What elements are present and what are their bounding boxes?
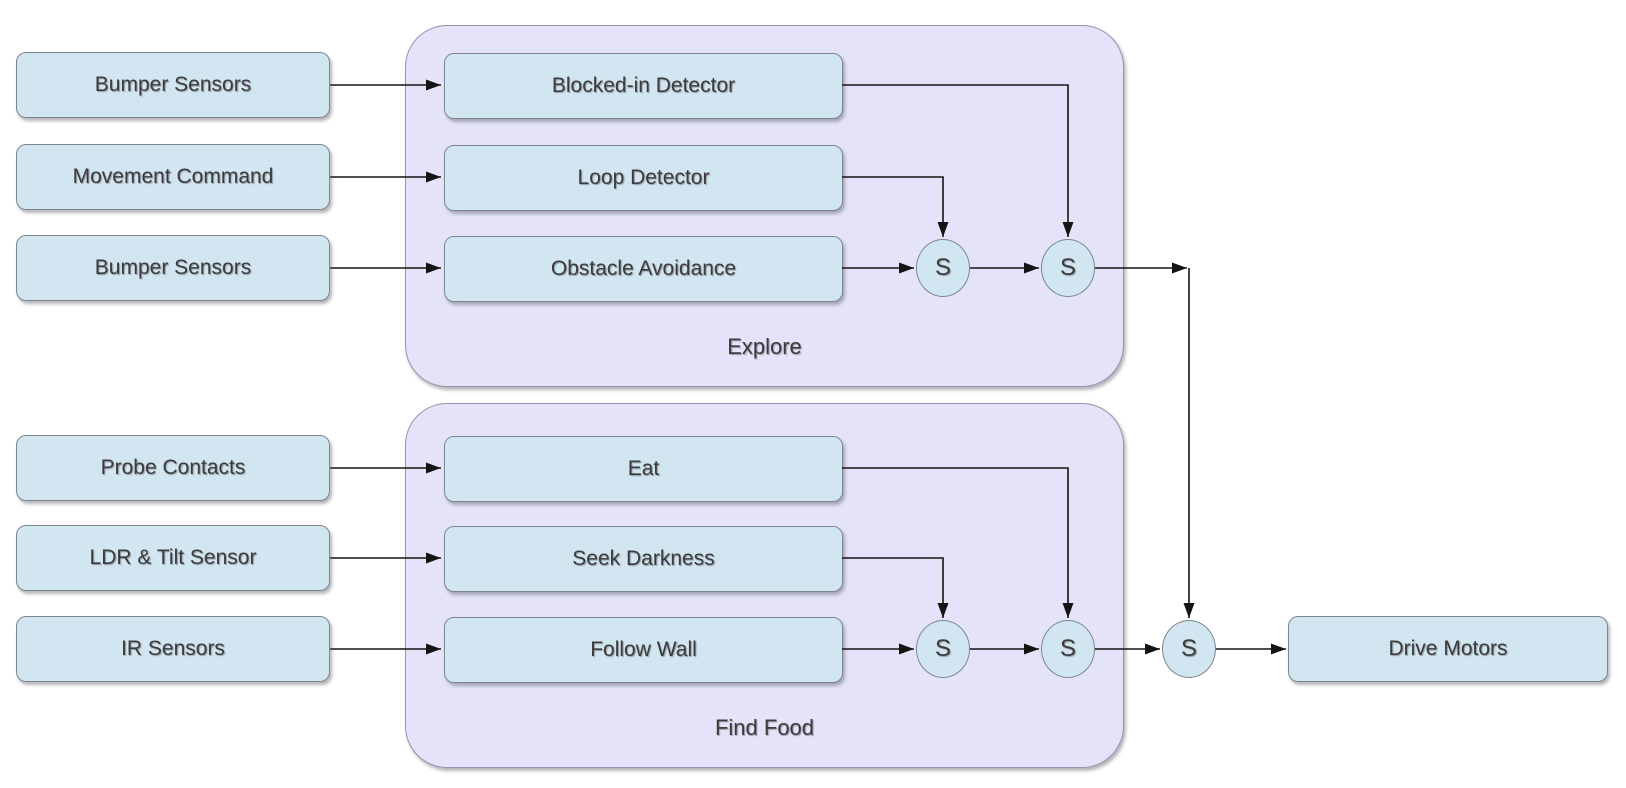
behavior-blocked-in-detector: Blocked-in Detector <box>444 53 843 119</box>
wire-loop-detector-to-suppressor-1 <box>842 176 949 237</box>
input-bumper-sensors-1: Bumper Sensors <box>16 52 330 118</box>
behavior-follow-wall: Follow Wall <box>444 617 843 683</box>
input-bumper-sensors-2: Bumper Sensors <box>16 235 330 301</box>
input-movement-command: Movement Command <box>16 144 330 210</box>
suppressor-node-2: S <box>1041 239 1095 297</box>
wire-eat-to-suppressor-4 <box>842 467 1074 618</box>
suppressor-node-5: S <box>1162 620 1216 678</box>
suppressor-node-4: S <box>1041 620 1095 678</box>
input-probe-contacts: Probe Contacts <box>16 435 330 501</box>
behavior-eat: Eat <box>444 436 843 502</box>
input-ir-sensors: IR Sensors <box>16 616 330 682</box>
behavior-seek-darkness: Seek Darkness <box>444 526 843 592</box>
suppressor-node-1: S <box>916 239 970 297</box>
wire-blocked-in-to-suppressor-2 <box>842 84 1074 237</box>
input-ldr-tilt-sensor: LDR & Tilt Sensor <box>16 525 330 591</box>
wire-seek-darkness-to-suppressor-3 <box>842 557 949 618</box>
group-find-food-label: Find Food <box>714 715 815 740</box>
suppressor-node-3: S <box>916 620 970 678</box>
group-explore-label: Explore <box>727 334 802 359</box>
output-drive-motors: Drive Motors <box>1288 616 1608 682</box>
group-find-food: Eat Seek Darkness Follow Wall Find Food <box>405 403 1124 768</box>
behavior-obstacle-avoidance: Obstacle Avoidance <box>444 236 843 302</box>
behavior-loop-detector: Loop Detector <box>444 145 843 211</box>
